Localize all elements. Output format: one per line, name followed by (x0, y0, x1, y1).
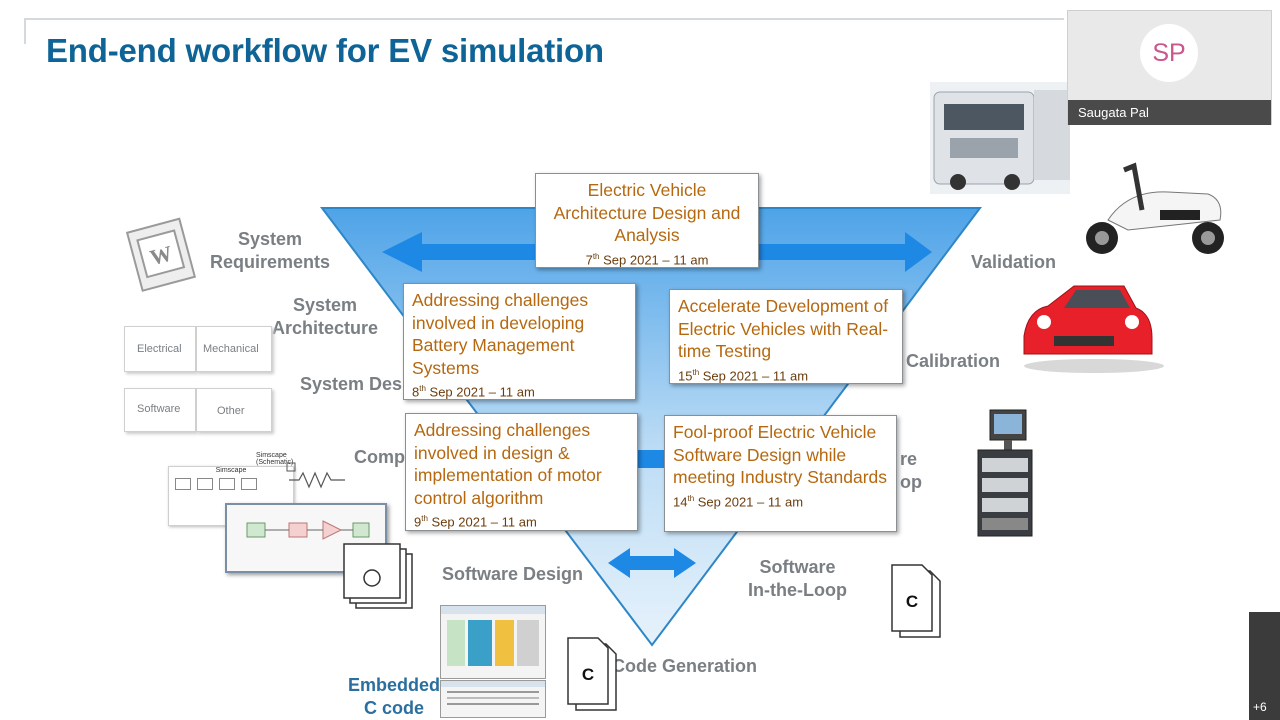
stage-component: Comp (354, 447, 405, 467)
session-box-software-design: Fool-proof Electric Vehicle Software Des… (664, 415, 897, 532)
more-participants-panel[interactable] (1249, 612, 1280, 720)
stage-code-generation: Code Generation (612, 656, 758, 676)
code-screenshot-top (440, 605, 546, 679)
more-participants-count[interactable]: +6 (1253, 700, 1267, 714)
car-image (1023, 285, 1164, 373)
tile-electrical: Electrical (124, 326, 196, 372)
session-date: 15th Sep 2021 – 11 am (678, 367, 809, 383)
tile-software: Software (124, 388, 196, 432)
stage-system-requirements: System Requirements (210, 229, 331, 272)
stage-software-design: Software Design (442, 564, 584, 584)
session-box-ev-architecture: Electric Vehicle Architecture Design and… (535, 173, 759, 268)
session-title: Addressing challenges involved in develo… (412, 290, 589, 378)
session-date: 14th Sep 2021 – 11 am (673, 493, 804, 509)
truck-image (930, 82, 1070, 194)
stage-validation: Validation (971, 252, 1057, 272)
tile-mechanical: Mechanical (196, 326, 272, 372)
stage-system-architecture: System Architecture (272, 295, 379, 338)
hil-rack-image (977, 409, 1033, 537)
header-rule-corner (24, 18, 26, 44)
session-box-real-time-testing: Accelerate Development of Electric Vehic… (669, 289, 903, 384)
middle-connector (636, 450, 666, 468)
c-file-icon: C (567, 637, 617, 711)
scooter-image (1086, 162, 1224, 254)
stage-hil-partial-1: re (900, 449, 918, 469)
code-screenshot-bottom (440, 680, 546, 718)
stacked-documents-icon (343, 543, 413, 609)
participant-avatar: SP (1140, 24, 1198, 82)
session-date: 8th Sep 2021 – 11 am (412, 384, 535, 400)
tile-other: Other (196, 388, 272, 432)
word-document-icon: W (125, 217, 197, 292)
bottom-double-arrow (608, 548, 696, 578)
slide-title: End-end workflow for EV simulation (46, 32, 604, 69)
session-date: 7th Sep 2021 – 11 am (585, 251, 709, 267)
stage-hil-partial-2: op (900, 472, 922, 492)
participant-name-label: Saugata Pal (1068, 100, 1271, 125)
simscape-heading: Simscape (Schematic) (256, 452, 294, 466)
c-file-letter: C (582, 665, 594, 684)
stage-calibration: Calibration (906, 351, 1001, 371)
spring-schematic (286, 462, 345, 489)
header-rule (24, 18, 1064, 20)
stage-software-in-the-loop: Software In-the-Loop (748, 557, 847, 600)
stage-system-design: System Des (300, 374, 403, 394)
session-title: Addressing challenges involved in design… (414, 420, 602, 508)
c-file-icon-sil: C (891, 564, 941, 638)
session-title: Electric Vehicle Architecture Design and… (553, 180, 741, 245)
session-title: Fool-proof Electric Vehicle Software Des… (673, 422, 888, 487)
session-box-motor-control: Addressing challenges involved in design… (405, 413, 638, 531)
embedded-c-label: Embedded C code (348, 675, 441, 718)
c-file-letter: C (906, 592, 918, 611)
session-date: 9th Sep 2021 – 11 am (414, 514, 537, 530)
session-title: Accelerate Development of Electric Vehic… (678, 296, 889, 361)
session-box-bms: Addressing challenges involved in develo… (403, 283, 636, 400)
